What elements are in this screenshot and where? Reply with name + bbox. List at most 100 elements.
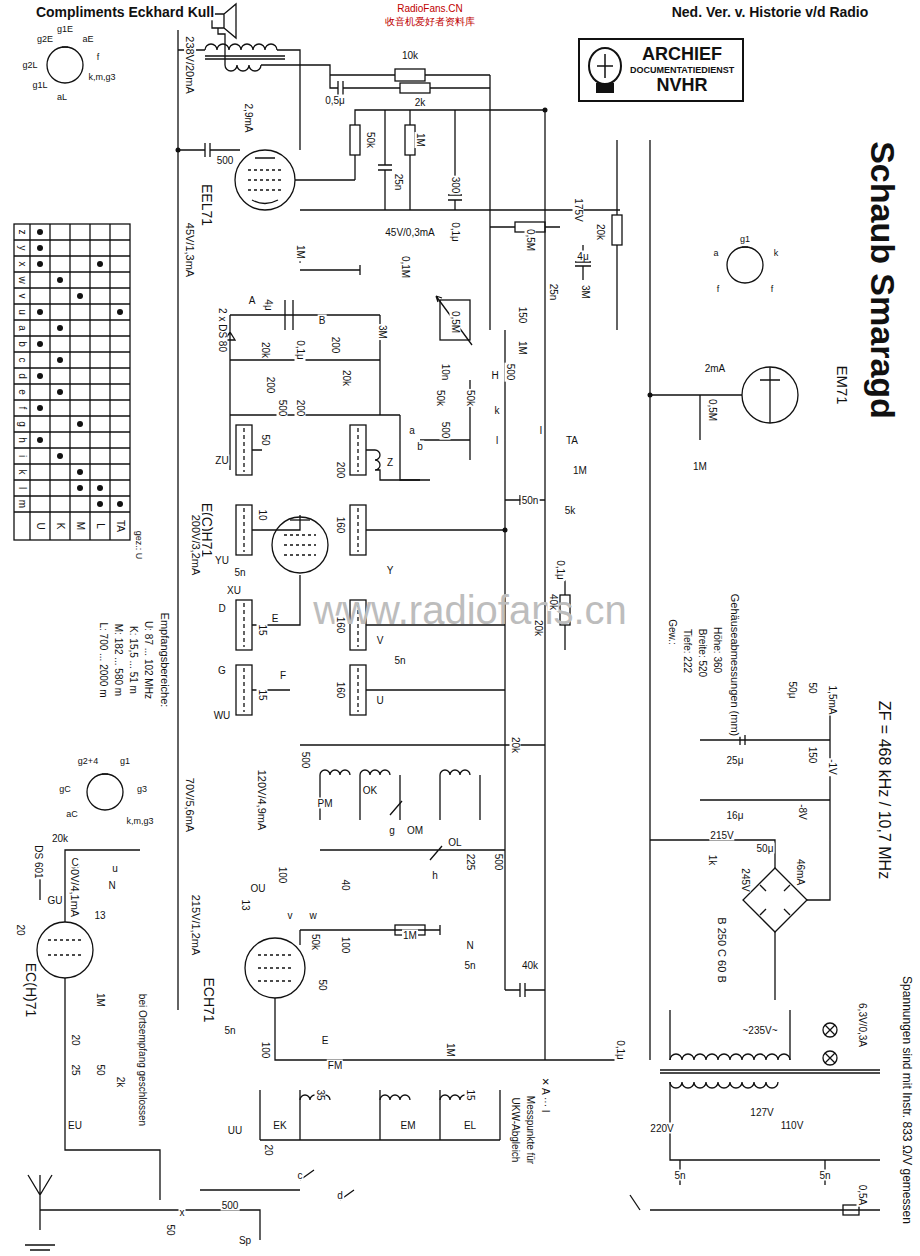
component-label: 300 bbox=[450, 176, 461, 195]
component-label: g3 bbox=[136, 785, 148, 795]
component-label: k bbox=[494, 405, 501, 416]
component-label: Breite: 520 bbox=[697, 628, 708, 678]
component-label: f bbox=[716, 285, 721, 295]
component-label: 5n bbox=[463, 960, 476, 971]
component-label: x bbox=[179, 1207, 186, 1218]
component-label: 20 bbox=[15, 923, 26, 936]
component-label: 1,5mA bbox=[827, 685, 838, 716]
component-label: 500 bbox=[440, 421, 451, 440]
component-label: 15 bbox=[257, 623, 268, 636]
component-label: ZF = 468 kHz / 10,7 MHz bbox=[875, 700, 893, 880]
component-label: d bbox=[336, 1190, 344, 1201]
component-label: Z bbox=[386, 457, 394, 468]
component-label: 60V/4,1mA bbox=[69, 862, 81, 918]
component-label: 160 bbox=[335, 516, 346, 535]
component-label: 50 bbox=[95, 1063, 106, 1076]
component-label: 5n bbox=[818, 1170, 831, 1181]
component-label: 40k bbox=[521, 960, 539, 971]
component-label: e bbox=[17, 388, 28, 396]
component-label: EK bbox=[272, 1120, 287, 1131]
component-label: UKW-Abgleich bbox=[510, 1097, 521, 1164]
component-label: Höhe: 360 bbox=[712, 626, 723, 674]
component-label: K bbox=[55, 522, 66, 531]
component-label: 500 bbox=[300, 751, 311, 770]
component-label: D bbox=[217, 603, 226, 614]
component-label: L bbox=[95, 522, 106, 530]
component-label: 20k bbox=[260, 341, 271, 359]
component-label: 225 bbox=[465, 853, 476, 872]
component-label: 0,5M bbox=[525, 228, 536, 252]
component-label: 50k bbox=[365, 131, 376, 149]
component-label: g1 bbox=[119, 757, 131, 767]
component-label: RadioFans.CN bbox=[396, 2, 464, 13]
component-label: 50k bbox=[435, 389, 446, 407]
component-label: A bbox=[248, 295, 257, 306]
component-label: 70V/5,6mA bbox=[184, 777, 196, 833]
component-label: 40k bbox=[548, 593, 559, 611]
component-label: 3M bbox=[580, 284, 591, 300]
component-label: 5n bbox=[393, 655, 406, 666]
component-label: TA bbox=[115, 519, 126, 533]
component-label: gez.: U bbox=[133, 530, 143, 561]
component-label: Compliments Eckhard Kull bbox=[35, 5, 215, 20]
component-label: 0,5A bbox=[857, 1184, 868, 1207]
component-label: 1M bbox=[572, 465, 588, 476]
component-label: g bbox=[17, 420, 28, 428]
component-label: 200 bbox=[330, 336, 341, 355]
component-label: 20k bbox=[510, 736, 521, 754]
component-label: U bbox=[375, 695, 384, 706]
component-label: Tiefe: 222 bbox=[682, 628, 693, 674]
component-label: Ned. Ver. v. Historie v/d Radio bbox=[671, 5, 870, 20]
component-label: FM bbox=[327, 1060, 343, 1071]
component-label: ~235V~ bbox=[741, 1025, 778, 1036]
component-label: Y bbox=[386, 565, 395, 576]
component-label: GU bbox=[47, 895, 64, 906]
component-label: 3M bbox=[377, 324, 388, 340]
component-label: 238V/20mA bbox=[184, 35, 196, 94]
component-label: l bbox=[17, 486, 28, 490]
component-label: F bbox=[279, 670, 287, 681]
component-label: OU bbox=[250, 883, 267, 894]
component-label: 200 bbox=[265, 376, 276, 395]
component-label: b bbox=[416, 441, 424, 452]
component-label: U bbox=[35, 521, 46, 530]
component-label: 25n bbox=[393, 173, 404, 192]
component-label: Messpunkte für bbox=[525, 1095, 536, 1165]
component-label: v bbox=[287, 910, 294, 921]
component-label: G bbox=[217, 665, 227, 676]
component-label: 10k bbox=[401, 50, 419, 61]
component-label: -8V bbox=[797, 803, 808, 821]
component-label: Gehäuseabmessungen (mm) bbox=[729, 593, 741, 737]
component-label: c bbox=[17, 357, 28, 364]
component-label: g1 bbox=[739, 235, 751, 245]
component-label: 1M bbox=[415, 132, 426, 148]
component-label: 215V/1,2mA bbox=[190, 894, 202, 957]
component-label: 10n bbox=[440, 363, 451, 382]
component-label: B 250 C 60 B bbox=[716, 916, 728, 983]
component-label: WU bbox=[213, 710, 232, 721]
component-label: 5n bbox=[223, 1025, 236, 1036]
component-label: g1E bbox=[56, 25, 74, 35]
component-label: a bbox=[712, 249, 719, 259]
component-label: 25n bbox=[548, 283, 559, 302]
component-label: 1k bbox=[707, 854, 718, 867]
component-label: 500 bbox=[493, 853, 504, 872]
component-label: v bbox=[17, 293, 28, 300]
component-label: M: 182 ... 580 m bbox=[113, 623, 124, 697]
component-label: c bbox=[297, 1170, 304, 1181]
component-label: m bbox=[17, 499, 28, 509]
component-label: E bbox=[321, 1035, 330, 1046]
component-label: 0,5M bbox=[707, 398, 718, 422]
component-label: g bbox=[388, 825, 396, 836]
component-label: I bbox=[539, 425, 544, 436]
component-label: 1M bbox=[95, 992, 106, 1008]
component-label: bei Ortsempfang geschlossen bbox=[137, 993, 148, 1127]
component-label: N bbox=[107, 880, 116, 891]
component-label: 2mA bbox=[704, 363, 727, 374]
component-label: 20 bbox=[263, 1143, 274, 1156]
component-label: 0,1M bbox=[400, 255, 411, 279]
component-label: 215V bbox=[709, 830, 734, 841]
component-label: 500 bbox=[221, 1200, 240, 1211]
component-label: TA bbox=[565, 435, 579, 446]
component-label: 160 bbox=[335, 681, 346, 700]
